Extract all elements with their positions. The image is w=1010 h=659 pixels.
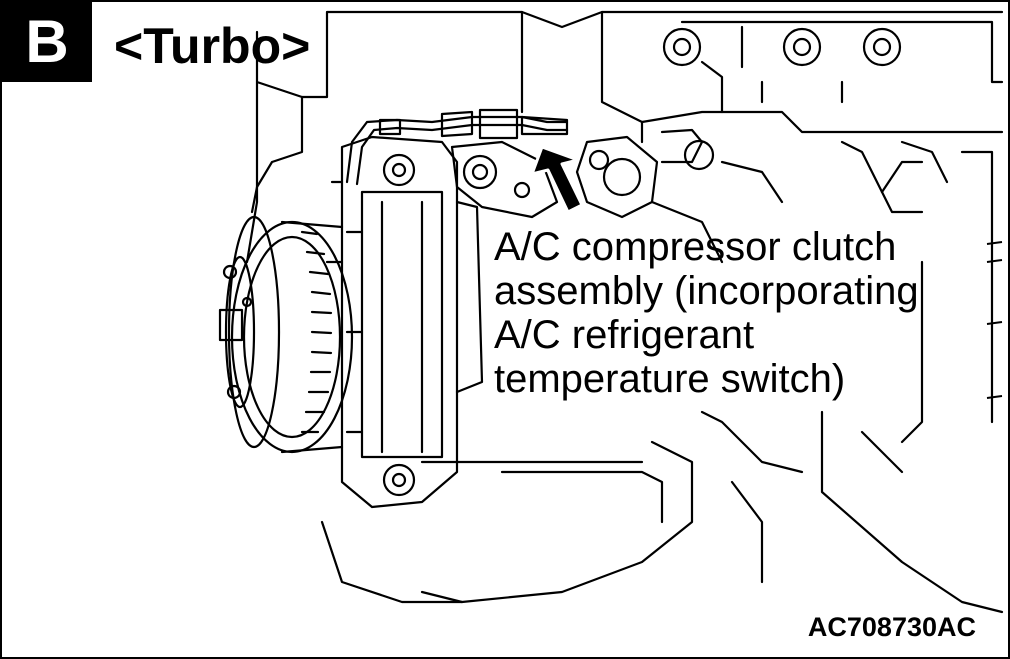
figure-id: AC708730AC [807, 612, 976, 642]
wiring-harness [345, 108, 569, 186]
section-badge: B [2, 2, 92, 82]
callout-line: A/C compressor clutch [494, 225, 897, 269]
pointer-arrow [530, 145, 584, 214]
refrigerant-manifold [450, 128, 715, 219]
callout-line: temperature switch) [494, 357, 846, 401]
component-callout: A/C compressor clutch assembly (incorpor… [494, 225, 994, 401]
pulley [218, 215, 354, 454]
compressor-body [325, 135, 484, 509]
variant-label: <Turbo> [114, 18, 311, 74]
callout-line: assembly (incorporating [494, 269, 919, 313]
callout-line: A/C refrigerant [494, 313, 755, 357]
